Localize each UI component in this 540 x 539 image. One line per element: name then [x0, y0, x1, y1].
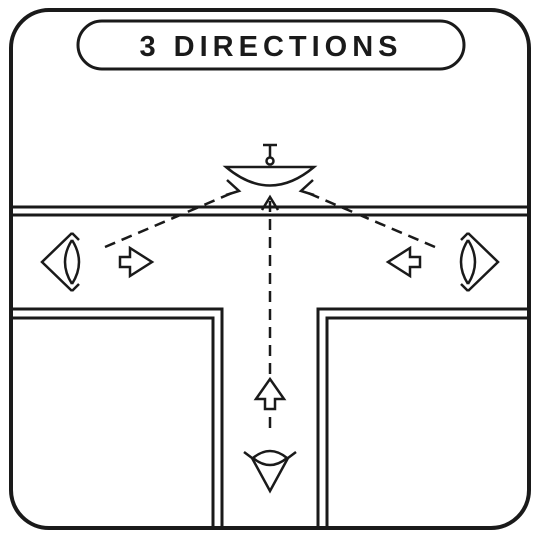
page-title: 3 DIRECTIONS	[139, 31, 402, 63]
arrow-up-icon	[253, 376, 287, 411]
eye-left-icon	[40, 232, 81, 292]
arrow-right-icon	[118, 245, 155, 279]
title-pill	[76, 19, 466, 71]
outer-frame	[9, 8, 531, 530]
convex-mirror-icon	[222, 143, 318, 187]
corridor-walls	[13, 205, 527, 527]
eye-right-icon	[459, 232, 500, 292]
mirror-arrowheads	[225, 179, 315, 211]
eye-bottom-icon	[243, 449, 297, 494]
arrow-left-icon	[385, 245, 422, 279]
